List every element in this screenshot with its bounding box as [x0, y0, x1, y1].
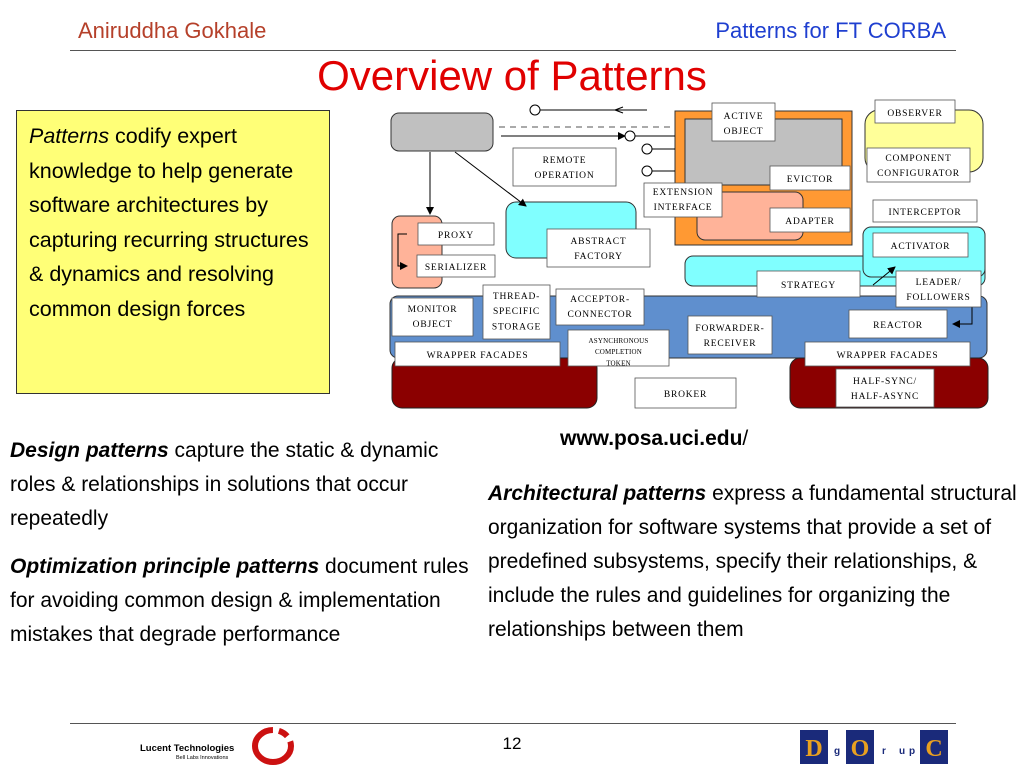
doc-logo-small-p: p: [909, 746, 915, 757]
lucent-wordmark: Lucent Technologies: [140, 743, 235, 754]
label-wrapper-facades-left: WRAPPER FACADES: [427, 351, 529, 361]
architectural-patterns-paragraph: Architectural patterns express a fundame…: [488, 477, 1018, 647]
box-adapter: ADAPTER: [769, 207, 851, 233]
doc-logo-block-c: [920, 730, 948, 764]
doc-logo-small-u: u: [899, 746, 905, 757]
arrow-to-factory: [454, 151, 527, 207]
label-leader-followers: LEADER/FOLLOWERS: [906, 278, 970, 303]
doc-group-logo: D g O r u p C: [800, 730, 948, 764]
design-lead: Design patterns: [10, 439, 169, 462]
optimization-lead: Optimization principle patterns: [10, 555, 320, 578]
box-serializer: SERIALIZER: [416, 254, 496, 278]
label-strategy: STRATEGY: [781, 281, 836, 291]
box-acceptor-connector: ACCEPTOR-CONNECTOR: [555, 288, 645, 326]
lucent-ring-logo: [252, 727, 294, 765]
box-evictor: EVICTOR: [769, 165, 851, 191]
remote-port: [624, 130, 636, 142]
label-evictor: EVICTOR: [787, 175, 834, 185]
bell-labs-tagline: Bell Labs Innovations: [176, 755, 229, 761]
label-serializer: SERIALIZER: [425, 263, 487, 273]
label-observer: OBSERVER: [887, 109, 942, 119]
optimization-patterns-paragraph: Optimization principle patterns document…: [10, 550, 470, 652]
page-number: 12: [502, 734, 522, 753]
arrow-strategy: [872, 266, 896, 286]
label-forwarder-receiver: FORWARDER-RECEIVER: [695, 324, 764, 349]
header-topic: Patterns for FT CORBA: [715, 18, 946, 43]
doc-logo-block-d: [800, 730, 828, 764]
doc-logo-letter-c: C: [925, 736, 942, 762]
doc-logo-letter-d: D: [805, 736, 822, 762]
header-divider: [70, 50, 956, 51]
box-observer: OBSERVER: [874, 99, 956, 124]
label-broker: BROKER: [664, 390, 707, 400]
label-reactor: REACTOR: [873, 321, 923, 331]
box-wrapper-facades-left: WRAPPER FACADES: [394, 341, 561, 367]
label-acceptor-connector: ACCEPTOR-CONNECTOR: [567, 295, 632, 320]
label-activator: ACTIVATOR: [891, 242, 951, 252]
architectural-text: express a fundamental structural organiz…: [488, 482, 1017, 641]
evictor-port-a: [641, 143, 653, 155]
header-author: Aniruddha Gokhale: [78, 18, 267, 43]
box-broker: BROKER: [634, 377, 737, 409]
url-domain[interactable]: www.posa.uci.edu: [560, 427, 743, 450]
note-text: codify expert knowledge to help generate…: [29, 124, 309, 321]
box-forwarder-receiver: FORWARDER-RECEIVER: [687, 315, 773, 355]
arrow-proxy-serializer: [397, 233, 408, 270]
client-component: [390, 112, 494, 152]
doc-logo-small-r: r: [882, 746, 886, 757]
patterns-note-box: Patterns codify expert knowledge to help…: [16, 110, 330, 394]
footer-divider: [70, 723, 956, 724]
label-wrapper-facades-right: WRAPPER FACADES: [837, 351, 939, 361]
posa-url[interactable]: www.posa.uci.edu/: [560, 427, 748, 451]
label-adapter: ADAPTER: [785, 217, 834, 227]
box-leader-followers: LEADER/FOLLOWERS: [895, 270, 982, 308]
slide-title: Overview of Patterns: [317, 52, 707, 99]
box-activator: ACTIVATOR: [872, 232, 969, 258]
doc-logo-letter-o: O: [851, 736, 870, 762]
doc-logo-small-g: g: [834, 746, 840, 757]
box-half-sync-half-async: HALF-SYNC/HALF-ASYNC: [835, 368, 935, 408]
box-proxy: PROXY: [417, 222, 495, 246]
architectural-lead: Architectural patterns: [488, 482, 707, 505]
design-patterns-paragraph: Design patterns capture the static & dyn…: [10, 434, 460, 536]
evictor-port-b: [641, 165, 653, 177]
box-strategy: STRATEGY: [756, 270, 861, 298]
label-proxy: PROXY: [438, 231, 474, 241]
label-half-sync-half-async: HALF-SYNC/HALF-ASYNC: [851, 377, 919, 402]
box-wrapper-facades-right: WRAPPER FACADES: [804, 341, 971, 367]
doc-logo-block-o: [846, 730, 874, 764]
box-interceptor: INTERCEPTOR: [872, 199, 978, 223]
design-text: capture the static & dynamic roles & rel…: [10, 439, 439, 530]
box-reactor: REACTOR: [848, 309, 948, 339]
note-lead: Patterns: [29, 124, 110, 148]
optimization-text: document rules for avoiding common desig…: [10, 555, 469, 646]
label-interceptor: INTERCEPTOR: [888, 208, 961, 218]
connector-top-port: [529, 104, 541, 116]
url-slash: /: [742, 427, 749, 450]
